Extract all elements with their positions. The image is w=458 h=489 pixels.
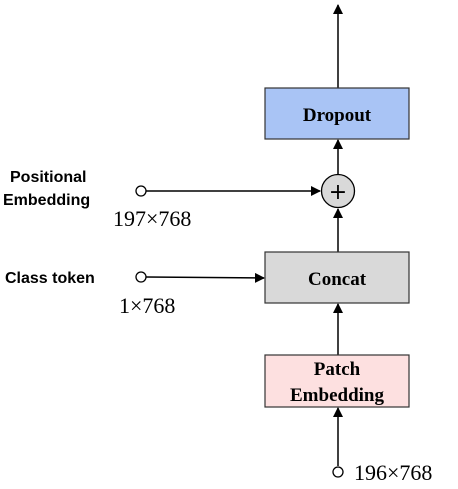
plus-icon: + [329, 180, 347, 205]
class-token-input: Class token 1×768 [5, 270, 265, 318]
patch-input-port [332, 466, 344, 478]
patch-embedding-box [264, 354, 410, 408]
dropout-node: Dropout [264, 87, 410, 140]
patch-input-shape: 196×768 [354, 460, 432, 485]
add-circle [320, 173, 356, 209]
patch-embedding-node: Patch Embedding [264, 354, 410, 408]
concat-label: Concat [308, 269, 367, 290]
positional-embedding-input: Positional Embedding 197×768 [3, 169, 321, 231]
add-node: + [320, 173, 356, 209]
positional-embedding-port [135, 185, 147, 197]
positional-embedding-label-line1: Positional [10, 169, 86, 186]
concat-node: Concat [264, 251, 410, 304]
class-token-label: Class token [5, 270, 95, 287]
class-token-arrow [145, 272, 265, 283]
dropout-label: Dropout [303, 105, 372, 126]
positional-embedding-shape: 197×768 [113, 206, 191, 231]
class-token-port [135, 271, 147, 283]
concat-box [264, 251, 410, 304]
patch-embedding-label-line2: Embedding [290, 385, 384, 406]
positional-embedding-label-line2: Embedding [3, 192, 90, 209]
class-token-shape: 1×768 [119, 293, 175, 318]
patch-embedding-label-line1: Patch [314, 359, 361, 380]
